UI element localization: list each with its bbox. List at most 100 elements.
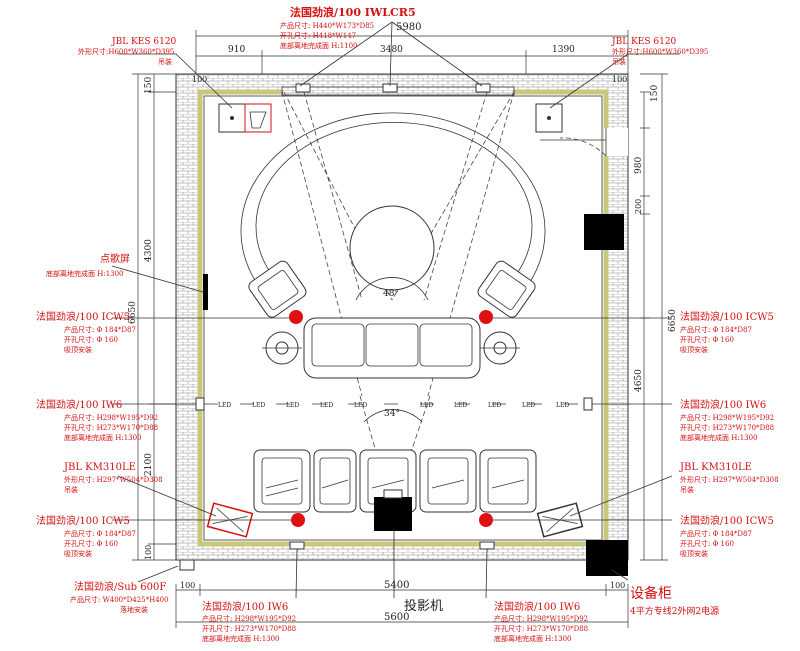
label-icw5-right: 法国劲浪/100 ICW5 产品尺寸: Φ 184*D87 开孔尺寸: Φ 16… <box>680 310 774 354</box>
svg-text:外形尺寸:H600*W360*D395: 外形尺寸:H600*W360*D395 <box>612 47 708 56</box>
svg-text:开孔尺寸: Φ 160: 开孔尺寸: Φ 160 <box>680 539 734 548</box>
label-karaoke-screen: 点歌屏 底部离地完成面 H:1300 <box>46 252 130 278</box>
kes-left-speaker <box>218 103 272 133</box>
svg-text:产品尺寸: Φ 184*D87: 产品尺寸: Φ 184*D87 <box>680 529 752 538</box>
dim-bottom-5400: 5400 <box>384 580 409 591</box>
karaoke-screen <box>203 274 208 310</box>
svg-text:吊装: 吊装 <box>158 57 172 66</box>
label-top-iwlcr5: 法国劲浪/100 IWLCR5 产品尺寸: H440*W173*D85 开孔尺寸… <box>280 5 416 50</box>
svg-text:法国劲浪/100 ICW5: 法国劲浪/100 ICW5 <box>680 514 774 527</box>
svg-text:法国劲浪/100 IW6: 法国劲浪/100 IW6 <box>494 600 580 613</box>
svg-text:JBL KES 6120: JBL KES 6120 <box>111 37 177 47</box>
svg-text:产品尺寸: H298*W195*D92: 产品尺寸: H298*W195*D92 <box>494 614 588 623</box>
dim-right-4650: 4650 <box>634 369 644 392</box>
label-kes-right: JBL KES 6120 外形尺寸:H600*W360*D395 吊装 <box>611 37 708 66</box>
dim-top-mid: 3480 <box>380 45 403 55</box>
dim-left-100-bot: 100 <box>144 545 153 560</box>
svg-text:开孔尺寸: Φ 160: 开孔尺寸: Φ 160 <box>64 335 118 344</box>
label-icw5-bottom-left: 法国劲浪/100 ICW5 产品尺寸: Φ 184*D87 开孔尺寸: Φ 16… <box>36 514 136 558</box>
svg-text:吊装: 吊装 <box>64 485 78 494</box>
angle-34-label: 34° <box>384 409 400 419</box>
svg-text:开孔尺寸: H418*W147: 开孔尺寸: H418*W147 <box>280 31 356 40</box>
svg-text:落地安装: 落地安装 <box>120 605 148 614</box>
svg-text:产品尺寸: H298*W195*D92: 产品尺寸: H298*W195*D92 <box>64 413 158 422</box>
led-label: LED <box>556 402 569 409</box>
wall-equipment-box <box>584 214 624 250</box>
svg-text:开孔尺寸: H273*W170*D88: 开孔尺寸: H273*W170*D88 <box>494 624 588 633</box>
icw5-bottom-right-speaker <box>479 513 493 527</box>
svg-text:开孔尺寸: H273*W170*D88: 开孔尺寸: H273*W170*D88 <box>202 624 296 633</box>
label-km310le-right: JBL KM310LE 外形尺寸: H297*W504*D308 吊装 <box>679 462 779 494</box>
svg-text:法国劲浪/Sub 600F: 法国劲浪/Sub 600F <box>74 580 166 593</box>
led-label: LED <box>454 402 467 409</box>
kes-right-speaker <box>535 103 563 133</box>
icw5-bottom-left-speaker <box>291 513 305 527</box>
label-iw6-left: 法国劲浪/100 IW6 产品尺寸: H298*W195*D92 开孔尺寸: H… <box>36 398 158 442</box>
icw5-left-speaker <box>289 310 303 324</box>
svg-text:吸顶安装: 吸顶安装 <box>64 345 92 354</box>
svg-text:法国劲浪/100 IW6: 法国劲浪/100 IW6 <box>36 398 122 411</box>
svg-text:法国劲浪/100 IWLCR5: 法国劲浪/100 IWLCR5 <box>290 5 416 19</box>
svg-text:底部离地完成面 H:1300: 底部离地完成面 H:1300 <box>680 433 758 442</box>
svg-text:产品尺寸: Φ 184*D87: 产品尺寸: Φ 184*D87 <box>64 325 136 334</box>
label-iw6-right: 法国劲浪/100 IW6 产品尺寸: H298*W195*D92 开孔尺寸: H… <box>680 398 774 442</box>
label-sub-600f: 法国劲浪/Sub 600F 产品尺寸: W400*D425*H400 落地安装 <box>70 580 169 614</box>
sight-lines <box>281 91 515 509</box>
label-cabinet: 设备柜 4平方专线2外网2电源 <box>630 585 719 617</box>
projector-unit <box>374 497 412 531</box>
label-km310le-left: JBL KM310LE 外形尺寸: H297*W504*D308 吊装 <box>63 462 163 494</box>
sofa <box>303 317 481 379</box>
dim-top-right: 1390 <box>552 45 575 55</box>
dim-left-6650: 6650 <box>128 301 138 324</box>
svg-text:底部离地完成面 H:1100: 底部离地完成面 H:1100 <box>280 41 358 50</box>
led-label: LED <box>420 402 433 409</box>
recliner-seats <box>253 449 537 513</box>
svg-text:法国劲浪/100 IW6: 法国劲浪/100 IW6 <box>680 398 766 411</box>
svg-text:外形尺寸:H600*W360*D395: 外形尺寸:H600*W360*D395 <box>78 47 174 56</box>
dim-top-100-left: 100 <box>192 75 207 84</box>
svg-text:吸顶安装: 吸顶安装 <box>64 549 92 558</box>
svg-text:开孔尺寸: Φ 160: 开孔尺寸: Φ 160 <box>680 335 734 344</box>
dim-right-150: 150 <box>650 85 660 102</box>
label-iw6-bottom-left: 法国劲浪/100 IW6 产品尺寸: H298*W195*D92 开孔尺寸: H… <box>202 600 296 643</box>
svg-text:产品尺寸: H440*W173*D85: 产品尺寸: H440*W173*D85 <box>280 21 374 30</box>
svg-text:法国劲浪/100 ICW5: 法国劲浪/100 ICW5 <box>36 310 130 323</box>
led-label: LED <box>320 402 333 409</box>
round-sofa <box>240 112 546 318</box>
led-label: LED <box>354 402 367 409</box>
svg-text:吸顶安装: 吸顶安装 <box>680 549 708 558</box>
led-label: LED <box>488 402 501 409</box>
svg-text:法国劲浪/100 ICW5: 法国劲浪/100 ICW5 <box>36 514 130 527</box>
dim-left-2100: 2100 <box>144 453 154 476</box>
subwoofer <box>179 559 195 571</box>
angle-34-arc <box>363 409 423 423</box>
screen-wall <box>281 83 515 96</box>
svg-text:产品尺寸: Φ 184*D87: 产品尺寸: Φ 184*D87 <box>680 325 752 334</box>
led-label: LED <box>252 402 265 409</box>
dim-right-200: 200 <box>634 199 643 214</box>
leader-lines <box>111 21 680 599</box>
svg-text:底部离地完成面 H:1300: 底部离地完成面 H:1300 <box>494 634 572 643</box>
svg-text:产品尺寸: W400*D425*H400: 产品尺寸: W400*D425*H400 <box>70 595 169 604</box>
led-label: LED <box>286 402 299 409</box>
led-label: LED <box>218 402 231 409</box>
dim-left-4300: 4300 <box>144 239 154 262</box>
dim-right-980: 980 <box>634 157 644 174</box>
dim-right-6650: 6650 <box>668 309 678 332</box>
svg-text:点歌屏: 点歌屏 <box>100 252 130 265</box>
dim-bottom-100-right: 100 <box>610 581 625 590</box>
icw5-right-speaker <box>479 310 493 324</box>
svg-text:法国劲浪/100 ICW5: 法国劲浪/100 ICW5 <box>680 310 774 323</box>
svg-text:法国劲浪/100 IW6: 法国劲浪/100 IW6 <box>202 600 288 613</box>
dim-bottom-5600: 5600 <box>384 612 409 623</box>
angle-48-label: 48° <box>383 289 399 299</box>
dim-bottom-100-left: 100 <box>180 581 195 590</box>
side-table-right <box>480 331 520 365</box>
label-icw5-left: 法国劲浪/100 ICW5 产品尺寸: Φ 184*D87 开孔尺寸: Φ 16… <box>36 310 136 354</box>
svg-text:设备柜: 设备柜 <box>630 585 672 602</box>
dim-top-left: 910 <box>228 45 245 55</box>
label-iw6-bottom-right: 法国劲浪/100 IW6 产品尺寸: H298*W195*D92 开孔尺寸: H… <box>494 600 588 643</box>
svg-text:开孔尺寸: H273*W170*D88: 开孔尺寸: H273*W170*D88 <box>680 423 774 432</box>
svg-text:外形尺寸: H297*W504*D308: 外形尺寸: H297*W504*D308 <box>64 475 163 484</box>
equipment-cabinet <box>586 540 628 576</box>
